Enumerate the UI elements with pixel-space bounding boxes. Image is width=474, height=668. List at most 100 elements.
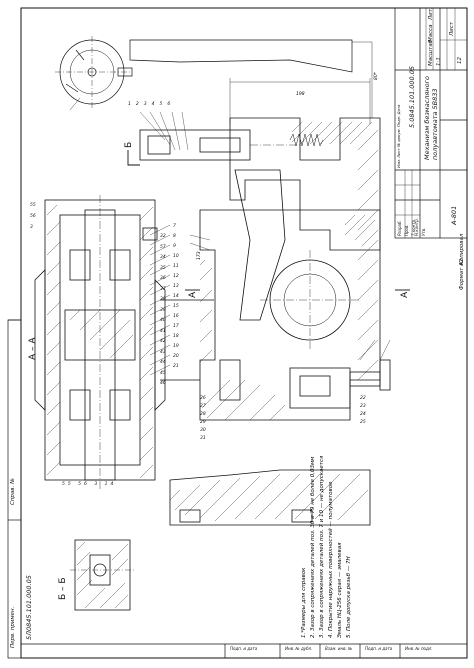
title-roles-top: Н.контр. Утв.: [413, 170, 427, 236]
title-sheet-label: Лист: [449, 22, 455, 36]
balloon: 57: [160, 244, 166, 250]
role-label: Дата: [396, 104, 401, 115]
balloon: 55: [62, 482, 74, 487]
balloons-main-lower: 26 27 28 29 30 31: [200, 395, 230, 443]
balloon: 26: [200, 396, 206, 401]
balloon: 28: [200, 412, 206, 417]
balloons-aa-bottom: 55 56 3 14: [62, 482, 122, 487]
title-name-line1: Механизм безмасляного: [423, 76, 431, 160]
title-scale-label: Масштаб: [428, 39, 434, 66]
bottom-strip-label: Подп. и дата: [230, 646, 258, 651]
balloon: 4: [151, 102, 160, 107]
balloon: 13: [173, 284, 179, 289]
leader-lines: [139, 111, 391, 376]
balloon: 7: [173, 224, 176, 229]
balloon: 20: [173, 354, 179, 359]
balloon: 27: [200, 404, 206, 409]
cut-lines: [127, 150, 410, 291]
bottom-strip-label: Подп. и дата: [365, 646, 393, 651]
balloon: 3: [94, 482, 101, 487]
balloon: 18: [173, 334, 179, 339]
balloon: 56: [78, 482, 90, 487]
technical-notes: 1.*Размеры для справок 2. Зазор в сопряж…: [300, 456, 354, 638]
note-line: Эмаль НЦ-256 серая — эмалевая: [337, 542, 343, 638]
bottom-strip-label: Взам. инв. №: [325, 646, 353, 651]
balloon: 11: [173, 264, 179, 269]
title-lit-label: Лит.: [428, 7, 434, 20]
balloon: 55: [30, 203, 36, 208]
role-label: Подп.: [396, 115, 401, 128]
section-aa-view: [34, 195, 166, 490]
balloon: 14: [104, 482, 117, 487]
left-strip-first-use: Перв. примен.: [10, 606, 16, 648]
section-bb-label: Б – Б: [58, 577, 68, 600]
title-block: [394, 7, 468, 239]
left-doc-code: 5Л0845.101.000.05: [25, 575, 33, 640]
balloon: 10: [173, 254, 179, 259]
balloon: 23: [360, 404, 366, 409]
title-scale-value: 1:1: [436, 57, 442, 66]
section-hatching: [169, 121, 379, 522]
title-stamp: А-801: [450, 205, 458, 225]
balloon: 8: [173, 234, 176, 239]
balloon: 42: [160, 339, 166, 344]
section-aa-hatching: [46, 204, 154, 479]
balloons-aa-right: 32 57 34 35 36 37 38 39 40 41 42 43 44 4…: [160, 232, 174, 390]
title-doc-code: 5.0845.101.000.05: [408, 65, 416, 128]
section-bb-view: [70, 539, 135, 611]
section-aa-label: А – А: [28, 337, 38, 360]
left-strip-reference: Справ. №: [10, 478, 16, 505]
balloons-main-top: 123456: [128, 102, 188, 112]
balloon: 46: [160, 381, 166, 386]
balloon: 16: [173, 314, 179, 319]
balloon: 29: [200, 420, 206, 425]
balloon: 5: [159, 102, 168, 107]
balloon: 45: [160, 370, 166, 376]
top-detail-view: [55, 36, 133, 111]
role-label: Пров.: [404, 224, 409, 236]
cut-a-right-label: А: [400, 291, 410, 298]
balloon: 3: [30, 225, 33, 230]
cut-a-left-label: А: [188, 291, 198, 298]
copy-label: Копировал: [459, 233, 465, 265]
balloon: 9: [173, 244, 176, 249]
role-label: Изм.: [396, 159, 401, 168]
dimension-lines: [129, 39, 373, 124]
note-line: 2. Зазор в сопряжениях деталей поз. 30 и…: [310, 456, 316, 638]
role-label: № докум.: [396, 128, 401, 147]
balloon: 39: [160, 307, 166, 313]
balloon: 24: [360, 412, 366, 417]
balloons-aa-left: 55 56 3: [30, 200, 44, 233]
role-label: Н.контр.: [414, 218, 419, 236]
dim-top-length: 198: [296, 91, 305, 97]
balloon: 1: [128, 102, 136, 107]
balloon: 30: [200, 428, 206, 433]
balloon: 56: [30, 214, 36, 219]
title-name-line2: полуавтомата 5В833: [431, 88, 439, 160]
bottom-strip-label: Инв. № дубл.: [285, 646, 313, 651]
balloon: 19: [173, 344, 179, 349]
balloon: 14: [173, 294, 179, 299]
balloon: 44: [160, 360, 166, 365]
balloon: 12: [173, 274, 179, 279]
balloon: 21: [173, 364, 179, 369]
cut-b-label: Б: [124, 141, 134, 148]
balloon: 37: [160, 286, 166, 292]
title-sheet-number: 12: [457, 57, 463, 64]
balloon: 31: [200, 436, 206, 441]
note-line: 4. Покрытие наружных поверхностей — полу…: [328, 481, 334, 638]
bottom-strip: Подп. и дата Инв. № дубл. Взам. инв. № П…: [230, 646, 465, 656]
section-bb-hatching: [76, 541, 129, 609]
balloon: 35: [160, 265, 166, 271]
dim-vertical: 173: [196, 251, 202, 260]
balloon: 43: [160, 349, 166, 355]
note-line: 5. Поле допуска резьб — 7Н: [346, 556, 352, 638]
balloon: 34: [160, 255, 166, 260]
balloon: 40: [160, 318, 166, 323]
role-label: Лист: [396, 148, 401, 158]
balloon: 41: [160, 328, 166, 334]
balloon: 25: [360, 420, 366, 425]
role-label: Утв.: [421, 227, 426, 236]
balloon: 36: [160, 276, 166, 281]
